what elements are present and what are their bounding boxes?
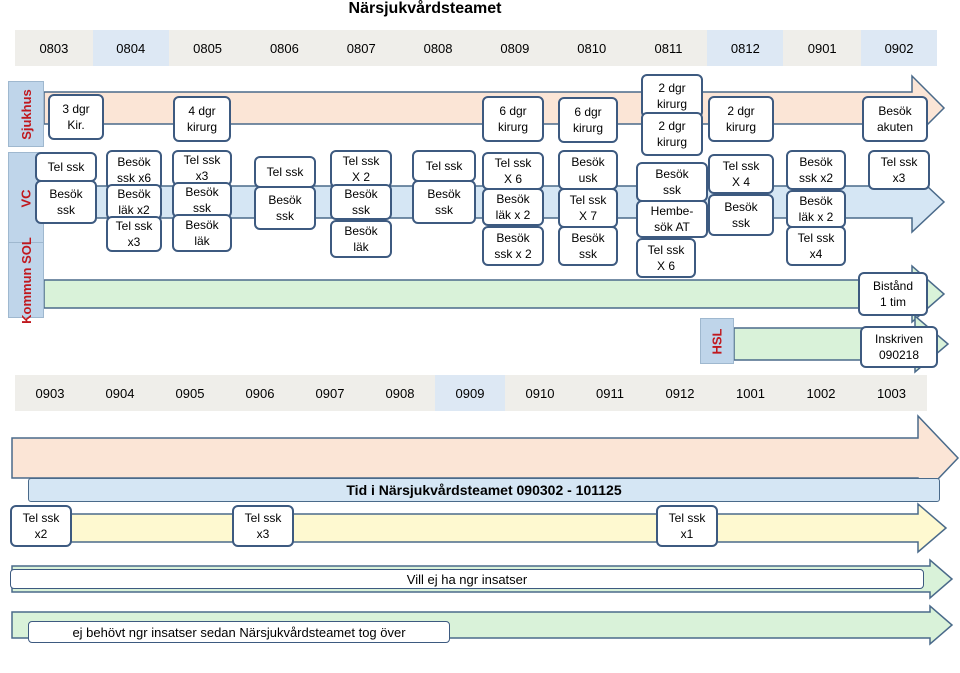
month-cell: 0904 (85, 375, 155, 411)
month-cell: 0803 (15, 30, 93, 66)
kommun-arrow (43, 264, 946, 324)
month-cell: 0906 (225, 375, 295, 411)
page-title: Närsjukvårdsteamet (348, 0, 502, 17)
month-cell: 0805 (168, 30, 247, 66)
band-sjukhus: Sjukhus (8, 81, 44, 147)
month-cell: 0812 (707, 30, 784, 66)
month-cell: 0911 (575, 375, 645, 411)
vc-box: Tel ssk (412, 150, 476, 182)
month-cell: 1002 (786, 375, 856, 411)
month-cell: 0808 (400, 30, 476, 66)
month-cell: 0810 (553, 30, 630, 66)
month-cell: 0909 (435, 375, 505, 411)
month-cell: 0907 (295, 375, 365, 411)
month-cell: 0910 (505, 375, 575, 411)
vc-box: Tel ssk (254, 156, 316, 188)
vc-box: Hembe-sök AT (636, 200, 708, 238)
band-hsl: HSL (700, 318, 734, 364)
month-cell: 0806 (246, 30, 323, 66)
month-cell: 0807 (322, 30, 401, 66)
tid-label: Tid i Närsjukvårdsteamet 090302 - 101125 (28, 478, 940, 502)
month-row-bottom: 0903 0904 0905 0906 0907 0908 0909 0910 … (15, 375, 927, 411)
month-cell: 0804 (92, 30, 169, 66)
month-cell: 0912 (645, 375, 715, 411)
month-cell: 0905 (155, 375, 225, 411)
vill-ej-label: Vill ej ha ngr insatser (10, 569, 924, 589)
month-cell: 0903 (15, 375, 85, 411)
month-cell: 1001 (715, 375, 786, 411)
vc-box: Tel ssk (35, 152, 97, 182)
ej-behovt-label: ej behövt ngr insatser sedan Närsjukvård… (28, 621, 450, 643)
month-cell: 0809 (475, 30, 554, 66)
month-cell: 1003 (856, 375, 927, 411)
band-kommun: Kommun SOL (8, 237, 44, 323)
bottom-yellow-arrow (11, 502, 948, 554)
month-cell: 0908 (365, 375, 435, 411)
month-cell: 0811 (629, 30, 708, 66)
month-row-top: 0803 0804 0805 0806 0807 0808 0809 0810 … (15, 30, 937, 66)
month-cell: 0902 (861, 30, 937, 66)
month-cell: 0901 (783, 30, 862, 66)
